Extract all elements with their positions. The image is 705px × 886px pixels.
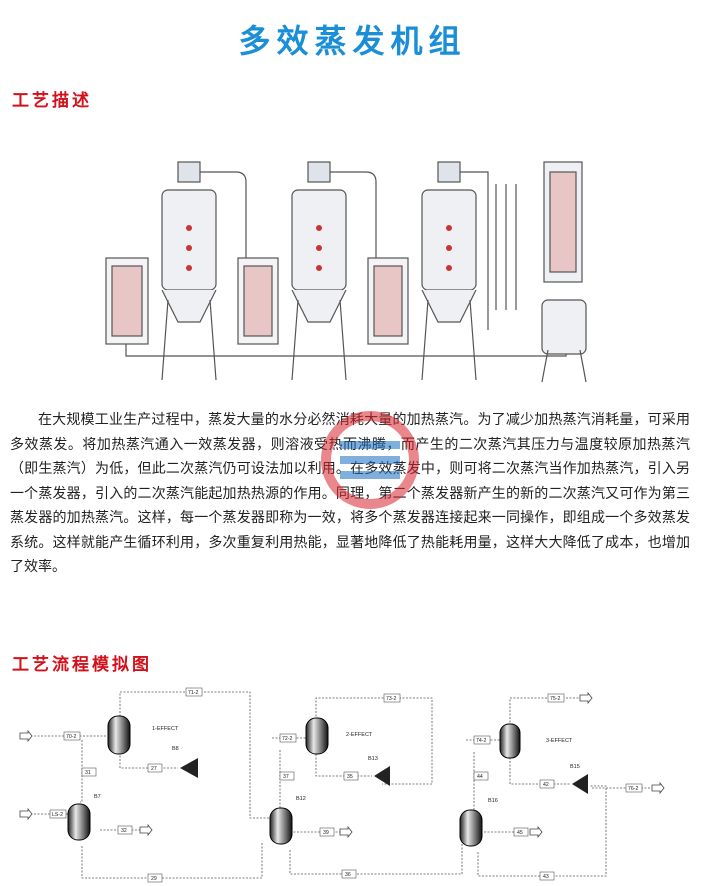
- label-b7: B7: [94, 794, 101, 800]
- effect-1-vessel: [107, 715, 131, 755]
- label-effect-3: 3-EFFECT: [546, 738, 573, 744]
- section-title-flow: 工艺流程模拟图: [12, 655, 152, 675]
- stream-44: 44: [477, 774, 483, 780]
- separator-b12: [269, 807, 293, 845]
- effect-3-vessel: [499, 723, 521, 759]
- stream-36: 36: [345, 872, 351, 878]
- stream-37: 37: [283, 774, 289, 780]
- stream-43: 43: [543, 874, 549, 880]
- stream-tags: 70-2 71-2 27 31 LS-2 32 29 72-2 73-2 37 …: [49, 687, 643, 883]
- stream-75-2: 75-2: [550, 696, 560, 702]
- stream-29: 29: [151, 876, 157, 882]
- stream-27: 27: [151, 766, 157, 772]
- stream-73-2: 73-2: [386, 696, 396, 702]
- label-b16: B16: [488, 798, 498, 804]
- separator-b7: [67, 803, 91, 841]
- page-title: 多效蒸发机组: [238, 22, 467, 60]
- stream-72-2: 72-2: [282, 736, 292, 742]
- stream-32: 32: [121, 828, 127, 834]
- stream-74-2: 74-2: [476, 738, 486, 744]
- separator-b16: [459, 809, 483, 847]
- stream-71-2: 71-2: [188, 690, 198, 696]
- pump-b8: [180, 758, 198, 778]
- label-b15: B15: [570, 764, 580, 770]
- label-b13: B13: [368, 756, 378, 762]
- process-description-text: 在大规模工业生产过程中，蒸发大量的水分必然消耗大量的加热蒸汽。为了减少加热蒸汽消…: [10, 412, 690, 575]
- evaporator-illustration: [105, 161, 587, 383]
- process-flow-diagram: 1-EFFECT 2-EFFECT 3-EFFECT B8 B7 B13 B12…: [19, 687, 665, 883]
- stream-31: 31: [85, 770, 91, 776]
- pump-b13: [374, 766, 390, 786]
- stream-76-2: 76-2: [628, 786, 638, 792]
- stream-42: 42: [543, 782, 549, 788]
- stream-70-2: 70-2: [66, 734, 76, 740]
- company-logo-watermark: [321, 411, 419, 509]
- stream-ls-2: LS-2: [52, 812, 63, 818]
- label-effect-2: 2-EFFECT: [346, 732, 373, 738]
- stream-45: 45: [517, 830, 523, 836]
- label-effect-1: 1-EFFECT: [152, 726, 179, 732]
- label-b12: B12: [296, 796, 306, 802]
- stream-39: 39: [323, 830, 329, 836]
- effect-2-vessel: [305, 717, 329, 755]
- section-title-process: 工艺描述: [12, 91, 92, 111]
- pump-b15: [572, 774, 588, 794]
- label-b8: B8: [172, 746, 179, 752]
- stream-35: 35: [347, 774, 353, 780]
